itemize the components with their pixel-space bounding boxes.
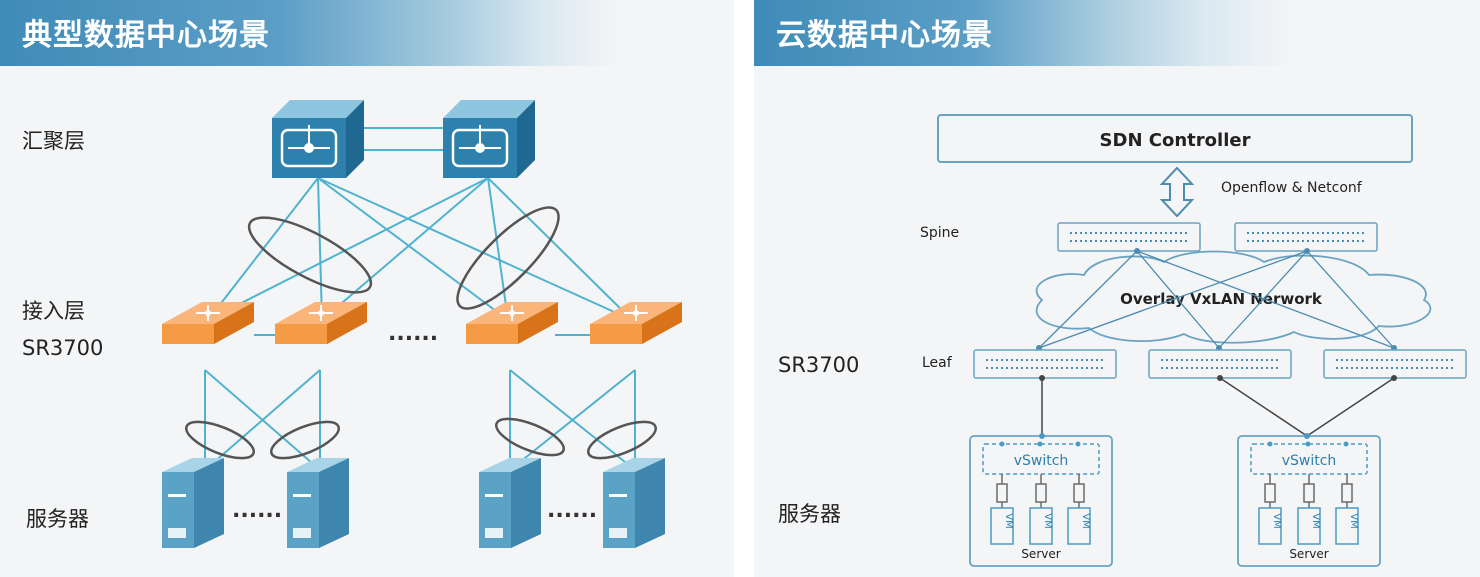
server-label-1: Server [1021, 547, 1060, 561]
server-label-2: Server [1289, 547, 1328, 561]
core-switch-1 [270, 98, 366, 180]
server-link-endpoints [1039, 375, 1397, 381]
leaf-model-label: SR3700 [778, 353, 860, 377]
leaf-label: Leaf [922, 355, 953, 371]
spine-switch-2 [1234, 222, 1378, 252]
vm-label-1c: VM [1080, 513, 1091, 528]
overlay-label: Overlay VxLAN Nerwork [1120, 290, 1323, 308]
cloud-server-2: vSwitch VM VM VM Server [1237, 433, 1381, 567]
server-3 [479, 458, 541, 548]
right-banner: 云数据中心场景 [754, 0, 1480, 66]
fabric-links [1038, 250, 1395, 349]
access-layer-label: 接入层 [22, 299, 85, 323]
access-switch-2 [274, 301, 368, 345]
server-ellipsis-2: ...... [547, 498, 597, 523]
sdn-controller-box [937, 114, 1413, 163]
cloud-dc-panel: 云数据中心场景 SR3700 服务器 SDN Controller Openfl… [754, 0, 1480, 577]
server-2 [287, 458, 349, 548]
access-switch-3 [465, 301, 559, 345]
server-layer-label: 服务器 [26, 507, 89, 531]
leaf-switch-2 [1148, 349, 1292, 379]
access-ellipsis: ...... [388, 321, 438, 346]
vswitch-label-1: vSwitch [1014, 453, 1069, 469]
right-title: 云数据中心场景 [776, 18, 993, 53]
access-model-label: SR3700 [22, 336, 104, 360]
server-1 [162, 458, 224, 548]
vm-label-2a: VM [1271, 513, 1282, 528]
typical-dc-panel: 典型数据中心场景 汇聚层 接入层 SR3700 服务器 [0, 0, 734, 577]
spine-switch-1 [1057, 222, 1201, 252]
cloud-dc-diagram: SDN Controller Openflow & Netconf Spine … [920, 114, 1467, 567]
spine-label: Spine [920, 225, 959, 241]
server-4 [603, 458, 665, 548]
left-title: 典型数据中心场景 [22, 18, 270, 53]
leaf-switch-1 [973, 349, 1117, 379]
overlay-cloud [1035, 250, 1432, 344]
vm-label-2c: VM [1348, 513, 1359, 528]
aggregation-layer-label: 汇聚层 [22, 129, 85, 153]
cloud-server-layer-label: 服务器 [778, 502, 841, 526]
vm-label-2b: VM [1310, 513, 1321, 528]
uplinks [204, 127, 636, 471]
vswitch-label-2: vSwitch [1282, 453, 1337, 469]
lag-ellipses [185, 206, 657, 460]
sdn-controller-label: SDN Controller [1100, 130, 1251, 151]
leaf-switch-3 [1323, 349, 1467, 379]
cloud-server-1: vSwitch VM VM VM Server [969, 433, 1113, 567]
typical-dc-diagram: ...... ...... ...... [161, 98, 683, 548]
core-switch-2 [441, 98, 537, 180]
protocol-label: Openflow & Netconf [1221, 180, 1363, 196]
left-banner: 典型数据中心场景 [0, 0, 734, 66]
vm-label-1a: VM [1003, 513, 1014, 528]
server-links [1041, 377, 1395, 437]
openflow-arrow-icon [1159, 166, 1195, 218]
vm-label-1b: VM [1042, 513, 1053, 528]
server-ellipsis-1: ...... [232, 498, 282, 523]
access-switch-1 [161, 301, 255, 345]
